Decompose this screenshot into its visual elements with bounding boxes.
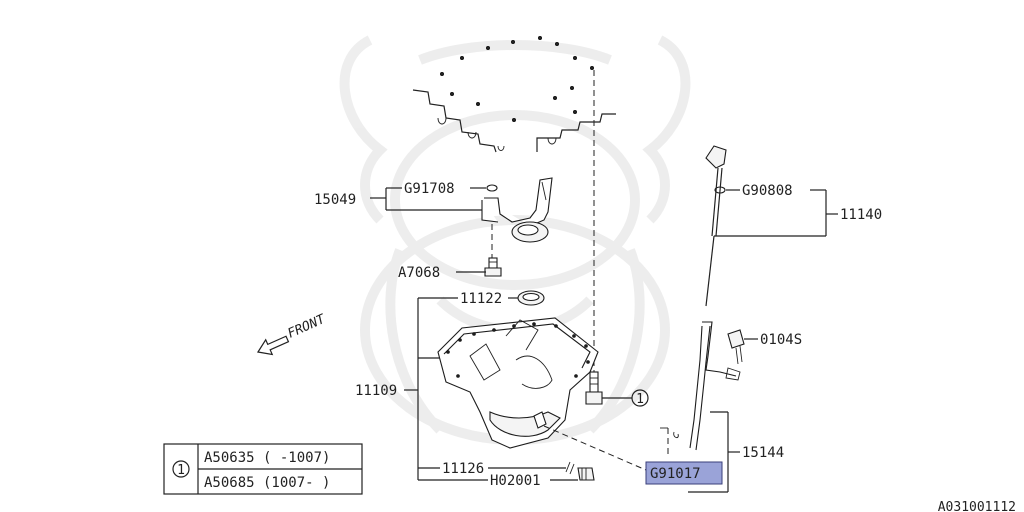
- leader-lines: [370, 187, 838, 493]
- part-label-g90808[interactable]: G90808: [742, 183, 793, 199]
- front-arrow: [257, 335, 290, 356]
- legend-marker: 1: [177, 463, 185, 478]
- highlighted-part-box[interactable]: [645, 461, 723, 485]
- pan-bolt: [585, 371, 649, 407]
- legend-row-1: A50635 ( -1007): [204, 450, 330, 466]
- callout-marker: 1: [636, 392, 644, 407]
- dipstick-guide: [660, 321, 741, 456]
- legend-row-2: A50685 (1007- ): [204, 475, 330, 491]
- part-label-11126[interactable]: 11126: [442, 461, 484, 477]
- part-label-0104s[interactable]: 0104S: [760, 332, 802, 348]
- part-label-a7068[interactable]: A7068: [398, 265, 440, 281]
- part-label-11140[interactable]: 11140: [840, 207, 882, 223]
- part-label-g91708[interactable]: G91708: [404, 181, 455, 197]
- engine-block-outline: [412, 36, 616, 372]
- part-label-11122[interactable]: 11122: [460, 291, 502, 307]
- bolt-a7068: [484, 257, 502, 277]
- part-label-g91017[interactable]: G91017: [650, 466, 701, 482]
- oil-strainer: [481, 177, 553, 258]
- oil-pan: [437, 317, 647, 471]
- drain-plug: [565, 461, 595, 481]
- bolt-0104s: [727, 329, 745, 365]
- part-label-11109[interactable]: 11109: [355, 383, 397, 399]
- part-label-15049[interactable]: 15049: [314, 192, 356, 208]
- part-label-15144[interactable]: 15144: [742, 445, 784, 461]
- legend-table: [163, 443, 363, 495]
- part-label-h02001[interactable]: H02001: [490, 473, 541, 489]
- gasket-11122: [517, 290, 545, 306]
- oil-dipstick: [705, 145, 727, 307]
- front-label: FRONT: [286, 312, 329, 342]
- diagram-code: A031001112: [938, 500, 1016, 512]
